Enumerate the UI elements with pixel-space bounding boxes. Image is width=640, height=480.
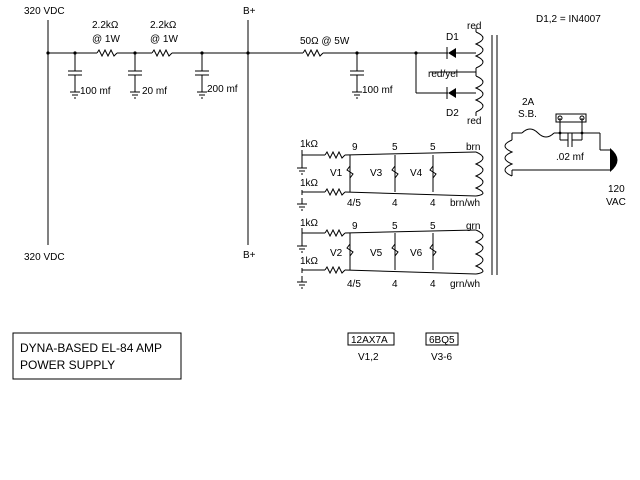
legend-tube1-refs: V1,2 (358, 352, 379, 363)
label-h1-tube-a: V1 (330, 168, 343, 179)
fuse (521, 128, 555, 138)
label-r1-power: @ 1W (92, 34, 120, 45)
label-h2-pin-top-a: 9 (352, 221, 358, 232)
label-h1-pin-top-a: 9 (352, 142, 358, 153)
label-h1-tube-b: V3 (370, 168, 383, 179)
label-r1-value: 2.2kΩ (92, 20, 119, 31)
diode-d1 (448, 48, 456, 58)
legend-tube1-box (347, 332, 395, 346)
label-h1-tube-c: V4 (410, 168, 423, 179)
label-320vdc-bottom: 320 VDC (24, 252, 65, 263)
label-bplus-bottom: B+ (243, 250, 256, 261)
label-tap-bottom: red (467, 116, 481, 127)
label-h1-wire-bottom: brn/wh (450, 198, 480, 209)
diode-d2 (448, 88, 456, 98)
title-block (12, 332, 182, 380)
label-tap-center: red/yel (428, 69, 458, 80)
legend-tube2-box (425, 332, 459, 346)
primary-circuit (512, 113, 618, 172)
label-mains-unit: VAC (606, 197, 626, 208)
label-c3: 200 mf (207, 84, 238, 95)
label-mains-voltage: 120 (608, 184, 625, 195)
mains-plug (610, 148, 618, 172)
power-switch (555, 113, 587, 123)
legend-tube2-type: 6BQ5 (429, 335, 455, 346)
label-r3: 50Ω @ 5W (300, 36, 350, 47)
heater-string-1 (296, 150, 477, 211)
label-h2-wire-bottom: grn/wh (450, 279, 480, 290)
resistor-r1 (96, 48, 118, 58)
title-line-2: POWER SUPPLY (20, 358, 115, 372)
label-h2-pin-bot-b: 4 (392, 279, 398, 290)
label-c4: 100 mf (362, 85, 393, 96)
label-r2-power: @ 1W (150, 34, 178, 45)
label-h1-pin-bot-c: 4 (430, 198, 436, 209)
label-h2-pin-top-c: 5 (430, 221, 436, 232)
label-h2-r-top: 1kΩ (300, 218, 319, 229)
label-h1-pin-bot-a: 4/5 (347, 198, 361, 209)
label-320vdc-top: 320 VDC (24, 6, 65, 17)
label-h1-r-bottom: 1kΩ (300, 178, 319, 189)
label-h1-pin-top-b: 5 (392, 142, 398, 153)
label-primary-cap: .02 mf (556, 152, 584, 163)
label-fuse-rating: 2A (522, 97, 535, 108)
capacitor-c1 (68, 53, 82, 99)
label-d1: D1 (446, 32, 459, 43)
resistor-r2 (151, 48, 173, 58)
legend-tube2-refs: V3-6 (431, 352, 453, 363)
label-h2-r-bottom: 1kΩ (300, 256, 319, 267)
label-h2-tube-b: V5 (370, 248, 383, 259)
capacitor-c4 (350, 53, 364, 99)
filter-rail (46, 20, 448, 245)
label-h2-pin-top-b: 5 (392, 221, 398, 232)
label-fuse-type: S.B. (518, 109, 537, 120)
label-h1-r-top: 1kΩ (300, 139, 319, 150)
transformer (430, 28, 514, 275)
label-h2-pin-bot-c: 4 (430, 279, 436, 290)
label-tap-top: red (467, 21, 481, 32)
label-h2-tube-a: V2 (330, 248, 343, 259)
label-bplus-top: B+ (243, 6, 256, 17)
title-line-1: DYNA-BASED EL-84 AMP (20, 341, 162, 355)
note-diodes: D1,2 = IN4007 (536, 14, 601, 25)
label-c1: 100 mf (80, 86, 111, 97)
label-h1-pin-top-c: 5 (430, 142, 436, 153)
capacitor-c2 (128, 53, 142, 99)
label-h1-pin-bot-b: 4 (392, 198, 398, 209)
label-h2-wire-top: grn (466, 221, 480, 232)
label-r2-value: 2.2kΩ (150, 20, 177, 31)
heater-string-2 (296, 228, 477, 289)
resistor-r3 (302, 48, 324, 58)
label-c2: 20 mf (142, 86, 167, 97)
legend-tube1-type: 12AX7A (351, 335, 388, 346)
capacitor-c3 (195, 53, 209, 99)
label-h2-pin-bot-a: 4/5 (347, 279, 361, 290)
rectifier (415, 47, 476, 99)
label-d2: D2 (446, 108, 459, 119)
label-h2-tube-c: V6 (410, 248, 423, 259)
label-h1-wire-top: brn (466, 142, 480, 153)
